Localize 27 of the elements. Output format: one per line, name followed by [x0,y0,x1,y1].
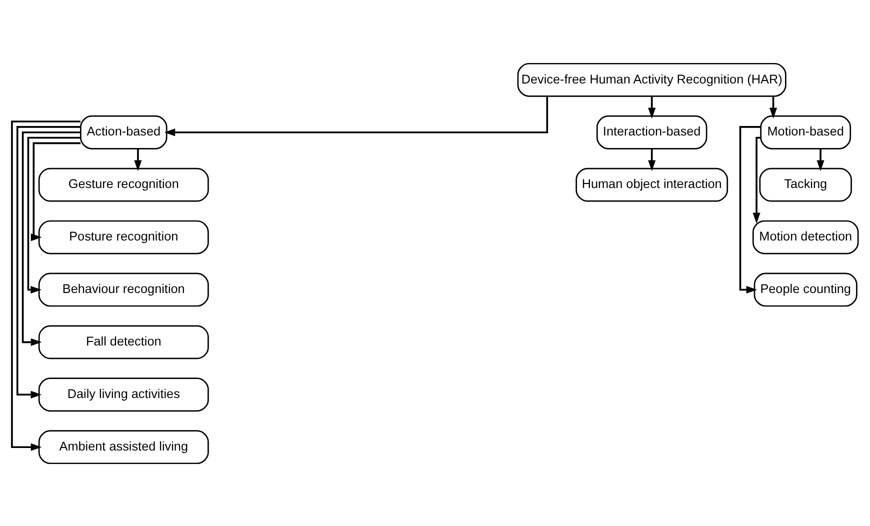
node-box: Gesture recognition [38,167,209,202]
arrow [752,136,761,224]
node-box: Tacking [759,167,852,202]
arrow [134,148,142,171]
arrow [30,142,80,241]
node-box: Ambient assisted living [38,430,209,464]
node-box: Daily living activities [38,377,209,412]
arrow [16,126,80,398]
arrow [22,130,81,346]
arrow [739,126,761,294]
arrow [27,136,81,294]
arrow [164,96,548,136]
node-box: Fall detection [38,324,209,359]
arrow [11,120,80,450]
node-box: Human object interaction [576,167,728,202]
node-box: Motion detection [752,220,859,254]
arrow [648,148,656,171]
node-box: Behaviour recognition [38,272,209,306]
node-box: Posture recognition [38,220,209,254]
arrow [648,96,656,118]
arrow [816,148,824,171]
node-box: People counting [754,272,858,306]
node-box: Action-based [80,114,168,149]
node-box: Interaction-based [596,114,708,149]
arrow [769,96,778,118]
node-box: Motion-based [760,114,852,149]
node-box: Device-free Human Activity Recognition (HAR) [517,62,786,96]
